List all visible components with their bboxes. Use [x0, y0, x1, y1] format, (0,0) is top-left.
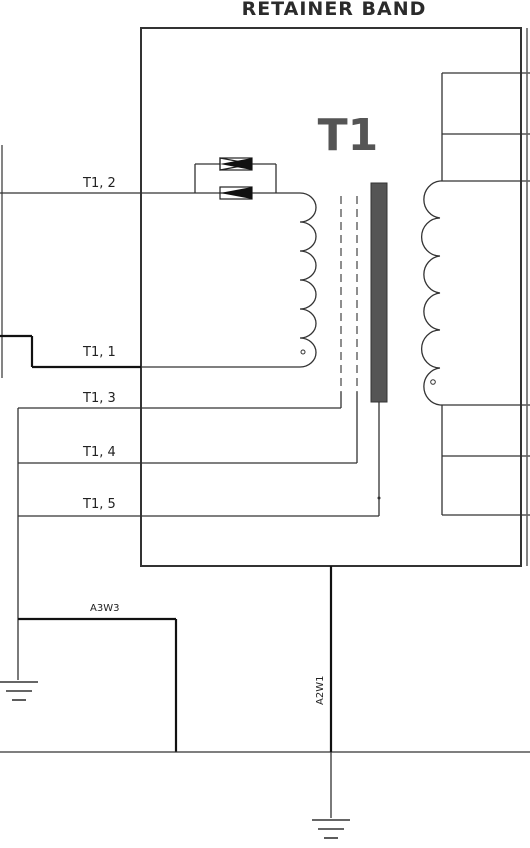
wire-t1-4	[18, 392, 358, 464]
terminal-label-t1-5: T1, 5	[82, 497, 116, 512]
ground-strap-a3w3	[18, 617, 178, 752]
left-ground-bus	[0, 408, 38, 701]
primary-dot	[300, 349, 306, 355]
transformer-core	[370, 182, 388, 403]
terminal-label-t1-3: T1, 3	[82, 391, 116, 406]
terminal-label-t1-4: T1, 4	[82, 445, 116, 460]
wire-t1-3	[18, 392, 342, 409]
secondary-winding	[421, 180, 441, 406]
cable-label-a2w1: A2W1	[315, 676, 326, 705]
secondary-dot	[430, 379, 436, 385]
wire-t1-5	[18, 402, 381, 517]
retainer-band-enclosure	[140, 27, 522, 567]
terminal-label-t1-2: T1, 2	[82, 176, 116, 191]
wire-t1-1	[0, 334, 300, 369]
terminal-label-t1-1: T1, 1	[82, 345, 116, 360]
right-wiring	[440, 28, 530, 566]
chassis-ground-a2w1	[312, 566, 350, 839]
retainer-band-title: RETAINER BAND	[242, 0, 427, 20]
strap-label-a3w3: A3W3	[90, 603, 119, 614]
primary-winding	[299, 192, 317, 368]
diode-pair	[194, 157, 277, 200]
transformer-label: T1	[318, 110, 379, 161]
